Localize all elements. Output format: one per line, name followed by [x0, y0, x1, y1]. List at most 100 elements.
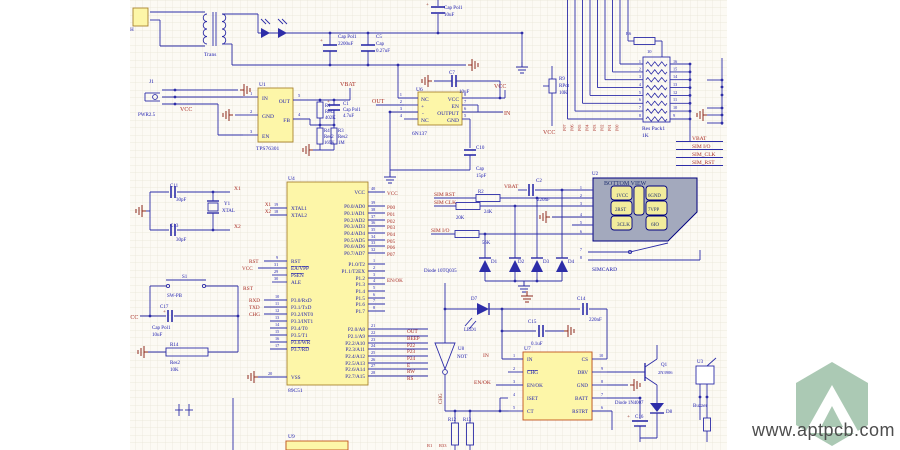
schematic-text: 7 — [580, 247, 582, 252]
net-label: P07 — [387, 252, 395, 258]
schematic-text: 2200uF — [338, 42, 354, 47]
diode-symbol — [531, 260, 543, 272]
schematic-text: 39 — [371, 200, 375, 205]
schematic-text: 2 — [580, 193, 582, 198]
schematic-text: 1 — [639, 59, 641, 64]
schematic-text: 3 — [513, 379, 515, 384]
transformer-coil — [221, 13, 227, 45]
schematic-text: 7 — [639, 105, 641, 110]
schematic-text: EN/OK — [527, 383, 543, 389]
schematic-text: Res2 — [325, 110, 335, 115]
net-label: VCC — [543, 130, 555, 136]
schematic-text: VCC — [448, 97, 460, 103]
schematic-text: P0.7/AD7 — [344, 251, 365, 257]
schematic-text: R9 — [559, 77, 565, 82]
schematic-text: Q1 — [661, 363, 668, 368]
schematic-text: Header 2H — [112, 28, 134, 33]
schematic-text: - — [422, 111, 424, 117]
schematic-text: 32 — [371, 247, 375, 252]
junction-dot — [688, 86, 692, 89]
net-label: P05 — [577, 124, 582, 131]
junction-dot — [638, 396, 642, 400]
net-label: P06 — [387, 245, 395, 251]
schematic-text: 9 — [673, 113, 675, 118]
schematic-text: 7 — [464, 99, 467, 104]
net-label: P07 — [562, 124, 567, 131]
schematic-text: P1.2 — [356, 276, 366, 282]
schematic-text: P1.6 — [356, 302, 366, 308]
schematic-text: P0.1/AD1 — [344, 211, 365, 217]
schematic-text: Y1 — [224, 202, 231, 207]
component-box — [286, 181, 369, 386]
schematic-text: 6 — [639, 97, 641, 102]
ground-symbol — [564, 325, 575, 337]
net-label: OUT — [372, 99, 385, 105]
schematic-text: 24 — [371, 343, 376, 348]
schematic-text: BOTTOM VIEW — [604, 181, 647, 187]
schematic-text: 26 — [371, 357, 375, 362]
schematic-text: 7 — [373, 298, 375, 303]
schematic-text: Res2 — [170, 361, 181, 366]
schematic-text: P2.5/A13 — [345, 361, 365, 367]
net-label: X2 — [265, 210, 272, 215]
junction-dot — [720, 85, 724, 89]
schematic-text: NC — [421, 97, 429, 103]
schematic-text: FB — [283, 118, 290, 124]
schematic-text: PSEN — [291, 273, 304, 279]
schematic-text: 4 — [298, 112, 301, 117]
junction-dot — [688, 109, 692, 113]
schematic-text: U4 — [288, 176, 295, 182]
respack-resistor — [645, 108, 668, 114]
schematic-text: P2.2/A10 — [345, 341, 365, 347]
net-label: OUT — [407, 329, 418, 335]
schematic-text: 7 — [601, 392, 603, 397]
diode-symbol — [509, 260, 521, 272]
junction-dot — [513, 279, 517, 283]
ground-symbol — [468, 59, 479, 71]
schematic-text: 0.1uF — [531, 342, 543, 347]
net-label: RST — [249, 259, 259, 265]
schematic-text: 8 — [639, 113, 641, 118]
net-label: R1 — [427, 443, 432, 448]
net-label: + — [163, 310, 166, 315]
schematic-text: 22 — [371, 330, 375, 335]
schematic-text: 3 — [373, 272, 375, 277]
ground-symbol — [521, 291, 533, 303]
schematic-text: P1.3 — [356, 282, 366, 288]
junction-dot — [211, 228, 215, 232]
net-label: X1 — [234, 186, 241, 192]
net-label: VCC — [387, 191, 398, 197]
schematic-text: 2 — [400, 99, 402, 104]
schematic-text: 89C51 — [288, 388, 303, 394]
junction-dot — [720, 78, 724, 82]
schematic-text: 0.27uF — [376, 49, 390, 54]
wire — [644, 376, 658, 386]
net-label: RS — [407, 376, 413, 382]
component-box — [645, 185, 668, 201]
schematic-text: 29 — [274, 269, 278, 274]
schematic-text: Diode 1N4007 — [615, 401, 644, 406]
schematic-text: XTAL — [222, 209, 235, 214]
schematic-text: C16 — [635, 415, 644, 420]
schematic-text: R1 — [325, 104, 331, 109]
schematic-text: 4 — [639, 82, 642, 87]
transformer-coil — [202, 13, 208, 45]
schematic-text: TPS76301 — [256, 146, 279, 152]
schematic-text: CS — [582, 357, 588, 363]
schematic-text: Cap — [476, 167, 485, 172]
schematic-text: 1 — [373, 258, 375, 263]
schematic-text: 20 — [268, 371, 272, 376]
schematic-text: 10K — [170, 368, 179, 373]
schematic-text: 169K — [324, 141, 335, 146]
schematic-text: 21 — [371, 323, 375, 328]
schematic-text: DRV — [577, 370, 588, 376]
schematic-text: R3 — [338, 129, 344, 134]
schematic-text: R14 — [170, 343, 179, 348]
schematic-text: 15pF — [476, 174, 487, 179]
schematic-text: R2 — [478, 190, 484, 195]
net-label: P03 — [592, 124, 597, 131]
wire — [264, 18, 271, 25]
ground-symbol — [518, 281, 530, 293]
net-label: + — [327, 100, 330, 105]
schematic-text: D8 — [666, 410, 673, 415]
